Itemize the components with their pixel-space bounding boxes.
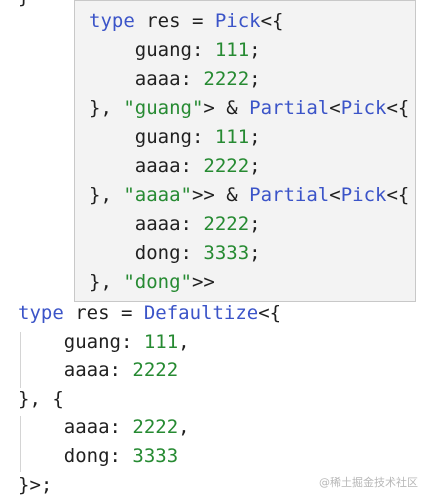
code-token: <{ <box>258 302 282 324</box>
code-token: 2222 <box>203 68 250 90</box>
tooltip-line-9: dong: 3333; <box>89 239 261 267</box>
editor-line-5: aaaa: 2222, <box>18 413 190 441</box>
code-token: "dong" <box>123 271 192 293</box>
tooltip-line-7: }, "aaaa">> & Partial<Pick<{ <box>89 181 409 209</box>
code-token: <{ <box>260 10 284 32</box>
code-token: aaaa: <box>89 213 204 235</box>
indent-guide-2 <box>20 416 21 472</box>
code-token: }>; <box>18 473 53 496</box>
code-token: 111 <box>214 39 250 61</box>
code-token: Partial <box>249 184 330 206</box>
code-token: , <box>178 416 190 439</box>
code-token: 2222 <box>132 359 179 382</box>
code-token: < <box>329 97 341 119</box>
tooltip-line-1: type res = Pick<{ <box>89 7 284 35</box>
code-token: >> & <box>191 184 250 206</box>
code-token: Partial <box>249 97 330 119</box>
code-token: res = <box>63 302 144 324</box>
type-hover-tooltip: type res = Pick<{ guang: 111; aaaa: 2222… <box>74 0 416 302</box>
code-token: aaaa: <box>89 68 204 90</box>
tooltip-line-8: aaaa: 2222; <box>89 210 261 238</box>
code-token: 2222 <box>203 213 250 235</box>
code-token: < <box>329 184 341 206</box>
tooltip-line-10: }, "dong">> <box>89 268 215 296</box>
code-token: aaaa: <box>89 155 204 177</box>
watermark: @稀土掘金技术社区 <box>319 476 418 489</box>
code-token: ; <box>249 68 261 90</box>
code-token: }, <box>89 184 124 206</box>
code-token: ; <box>249 126 261 148</box>
editor-line-4: }, { <box>18 385 64 413</box>
code-token: Pick <box>214 10 261 32</box>
code-token: 2222 <box>203 155 250 177</box>
code-token: 111 <box>143 330 179 353</box>
code-token: guang: <box>89 126 215 148</box>
code-token: dong: <box>89 242 204 264</box>
code-token: 2222 <box>132 416 179 439</box>
code-fragment-top: } <box>18 0 29 8</box>
editor-line-6: dong: 3333 <box>18 442 178 470</box>
code-token: guang: <box>89 39 215 61</box>
code-token: 3333 <box>132 445 179 467</box>
code-token: "guang" <box>123 97 204 119</box>
editor-line-3: aaaa: 2222 <box>18 356 178 384</box>
indent-guide-1 <box>20 332 21 388</box>
code-token: Defaultize <box>143 302 259 324</box>
code-token: type <box>89 10 135 32</box>
editor-line-7: }>; <box>18 471 52 499</box>
editor-line-1: type res = Defaultize<{ <box>18 299 281 327</box>
code-token: }, <box>89 271 124 293</box>
code-token: }, { <box>18 387 64 410</box>
tooltip-line-2: guang: 111; <box>89 36 261 64</box>
code-token: Pick <box>340 184 387 206</box>
code-token: aaaa: <box>18 359 133 382</box>
code-token: type <box>18 302 64 324</box>
code-token: guang: <box>18 330 144 353</box>
code-token: ; <box>249 242 261 264</box>
tooltip-line-5: guang: 111; <box>89 123 261 151</box>
code-token: }, <box>89 97 124 119</box>
editor-line-2: guang: 111, <box>18 328 190 356</box>
code-token: "aaaa" <box>123 184 192 206</box>
code-token: ; <box>249 155 261 177</box>
code-token: >> <box>191 271 215 293</box>
code-token: res = <box>134 10 215 32</box>
code-token: Pick <box>340 97 387 119</box>
code-token: > & <box>203 97 250 119</box>
tooltip-line-6: aaaa: 2222; <box>89 152 261 180</box>
code-token: dong: <box>18 445 133 467</box>
code-token: <{ <box>386 184 410 206</box>
code-token: ; <box>249 213 261 235</box>
code-token: <{ <box>386 97 410 119</box>
tooltip-line-3: aaaa: 2222; <box>89 65 261 93</box>
tooltip-line-4: }, "guang"> & Partial<Pick<{ <box>89 94 409 122</box>
code-token: aaaa: <box>18 416 133 439</box>
code-token: ; <box>249 39 261 61</box>
code-token: , <box>178 330 190 353</box>
code-token: 3333 <box>203 242 250 264</box>
code-token: 111 <box>214 126 250 148</box>
